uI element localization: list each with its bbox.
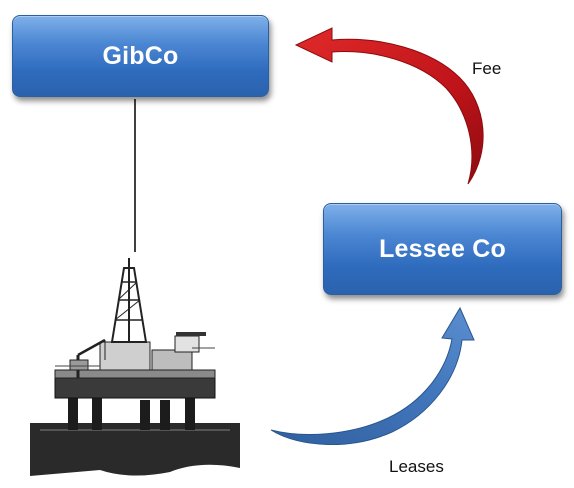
node-gibco-label: GibCo — [102, 41, 179, 70]
fee-label: Fee — [472, 59, 502, 78]
fee-arrow — [294, 27, 484, 185]
node-lessee-co: Lessee Co — [323, 203, 562, 295]
leases-arrow — [270, 306, 475, 445]
leases-label: Leases — [389, 457, 444, 476]
oil-rig-icon — [30, 258, 240, 476]
node-lessee-co-label: Lessee Co — [379, 234, 506, 263]
node-gibco: GibCo — [12, 15, 269, 97]
